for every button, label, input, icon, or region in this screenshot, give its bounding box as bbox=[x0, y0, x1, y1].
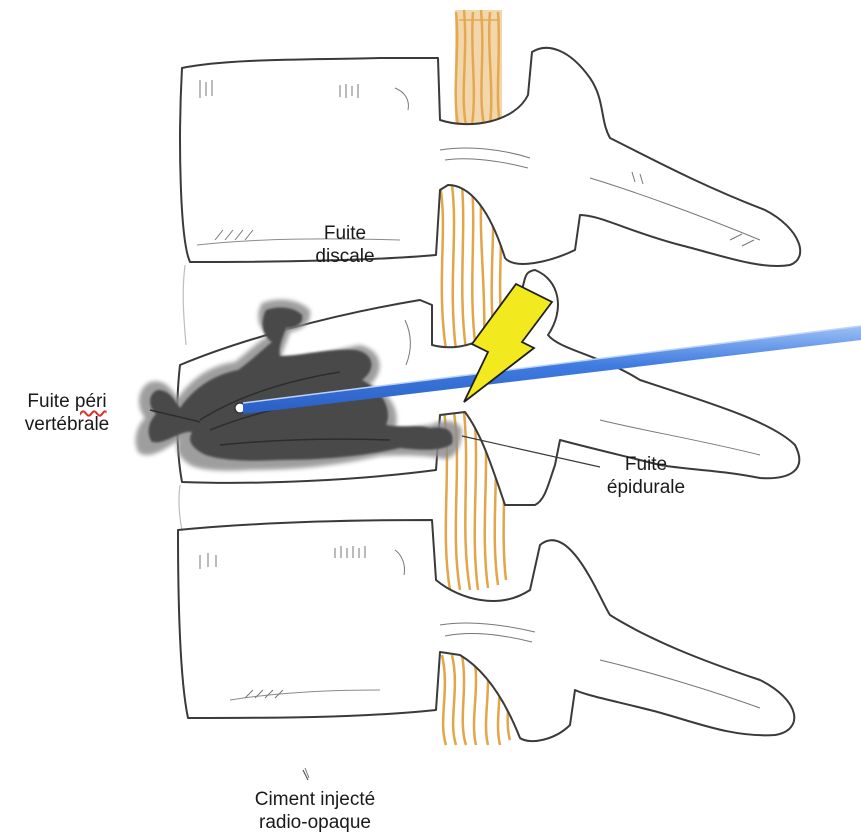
label-disc-leak-line1: Fuite bbox=[300, 222, 390, 245]
label-epidural-leak: Fuite épidurale bbox=[592, 453, 700, 499]
label-disc-leak-line2: discale bbox=[300, 245, 390, 268]
cement-leader-line bbox=[303, 770, 308, 780]
disc-top-fill bbox=[455, 10, 502, 125]
label-cement: Ciment injecté radio-opaque bbox=[240, 788, 390, 834]
label-epidural-leak-line1: Fuite bbox=[592, 453, 700, 476]
label-disc-leak: Fuite discale bbox=[300, 222, 390, 268]
label-perivertebral-leak-line1: Fuite péri bbox=[8, 390, 126, 413]
label-perivertebral-leak-word1: Fuite bbox=[27, 391, 69, 412]
label-cement-line1: Ciment injecté bbox=[240, 788, 390, 811]
label-perivertebral-leak: Fuite péri vertébrale bbox=[8, 390, 126, 436]
label-epidural-leak-line2: épidurale bbox=[592, 476, 700, 499]
label-cement-line2: radio-opaque bbox=[240, 811, 390, 834]
label-perivertebral-leak-word2: péri bbox=[75, 391, 107, 412]
label-perivertebral-leak-line2: vertébrale bbox=[8, 413, 126, 436]
